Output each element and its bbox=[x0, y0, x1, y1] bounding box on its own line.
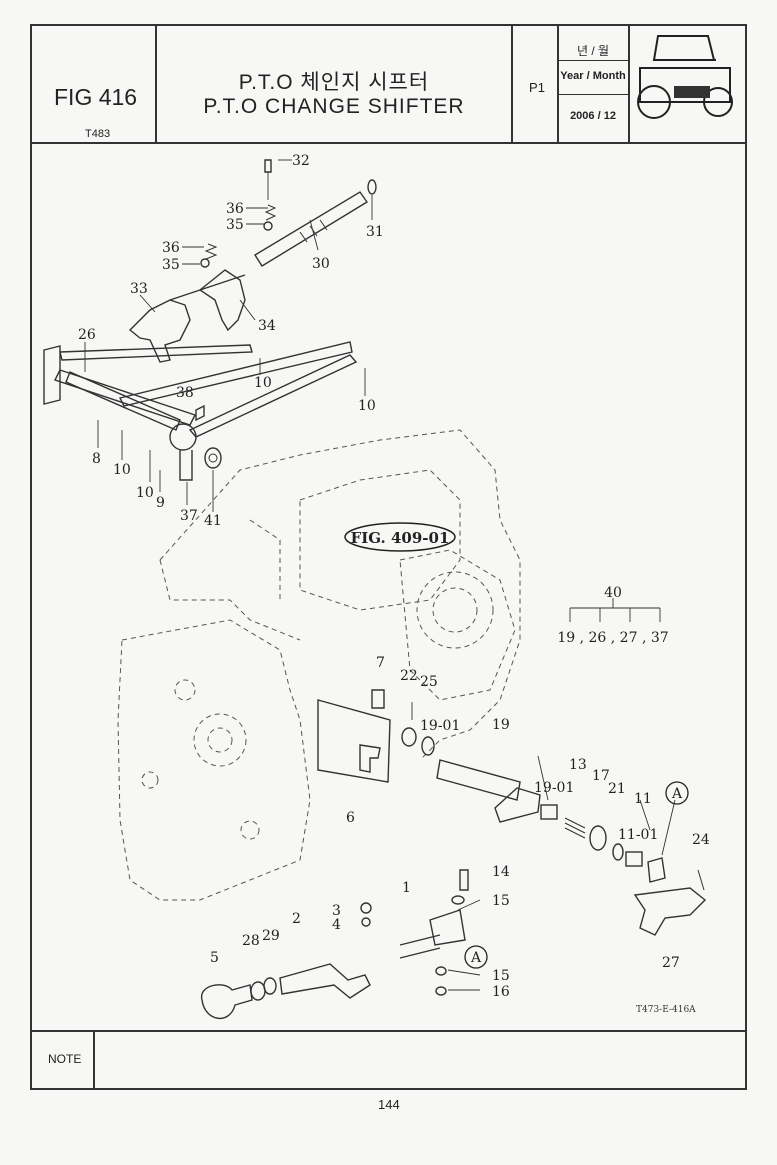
year-row-line bbox=[557, 60, 629, 61]
part-label: 19-01 bbox=[420, 718, 460, 734]
part-label: 25 bbox=[420, 674, 438, 690]
part-label: 10 bbox=[358, 398, 376, 414]
part-label: 26 bbox=[78, 327, 96, 343]
exploded-parts-diagram: .ln { fill:none; stroke:#333; stroke-wid… bbox=[43, 153, 710, 1020]
part-label: 10 bbox=[136, 485, 154, 501]
part-label: 22 bbox=[400, 668, 418, 684]
part-label: 11 bbox=[634, 791, 652, 807]
header-col-line bbox=[511, 24, 513, 143]
part-label: 38 bbox=[176, 385, 194, 401]
shaft-19-assembly bbox=[401, 727, 666, 883]
header-divider bbox=[30, 142, 747, 144]
part-label: 14 bbox=[492, 864, 510, 880]
part-label: 32 bbox=[292, 153, 310, 169]
note-col-line bbox=[93, 1030, 95, 1090]
arm-27 bbox=[633, 869, 707, 936]
part-label: 34 bbox=[258, 318, 276, 334]
callout-a-markers: A A bbox=[464, 781, 689, 969]
fig-number: FIG 416 bbox=[54, 84, 138, 110]
part-labels: 32 36 35 31 36 35 30 33 34 26 10 10 38 8… bbox=[78, 153, 710, 1000]
part-label: 17 bbox=[592, 768, 610, 784]
part-label: 3 bbox=[332, 903, 341, 919]
title-korean: P.T.O 체인지 시프터 bbox=[238, 71, 430, 94]
part-label: 15 bbox=[492, 968, 510, 984]
shift-forks bbox=[128, 269, 246, 363]
fig-409-reference: FIG. 409-01 bbox=[344, 522, 456, 552]
part-label: 35 bbox=[226, 217, 244, 233]
part-label: 37 bbox=[180, 508, 198, 524]
leader-lines bbox=[84, 159, 676, 991]
part-label: 7 bbox=[376, 655, 385, 671]
part-label: 16 bbox=[492, 984, 510, 1000]
year-month-value: 2006 / 12 bbox=[570, 110, 616, 122]
part-label: 28 bbox=[242, 933, 260, 949]
part-label: 2 bbox=[292, 911, 301, 927]
note-label: NOTE bbox=[48, 1052, 82, 1066]
part-label: 19-01 bbox=[534, 780, 574, 796]
page-frame bbox=[30, 24, 747, 1090]
shaft-26-assembly bbox=[65, 371, 222, 481]
part-label: 35 bbox=[162, 257, 180, 273]
header-col-line bbox=[557, 24, 559, 143]
part-label: 24 bbox=[692, 832, 710, 848]
shift-rods bbox=[43, 341, 358, 438]
part-label: 29 bbox=[262, 928, 280, 944]
part-label: 8 bbox=[92, 451, 101, 467]
group-number: 40 bbox=[604, 585, 622, 601]
fig-409-label: FIG. 409-01 bbox=[351, 529, 450, 547]
detent-parts bbox=[200, 159, 277, 268]
part-label: 6 bbox=[346, 810, 355, 826]
header-col-line bbox=[155, 24, 157, 143]
part-label: 10 bbox=[113, 462, 131, 478]
part-label: 11-01 bbox=[618, 827, 658, 843]
model-code: T483 bbox=[85, 128, 111, 140]
part-label: 5 bbox=[210, 950, 219, 966]
group-members: 19 , 26 , 27 , 37 bbox=[557, 630, 668, 646]
page-number: 144 bbox=[378, 1097, 400, 1112]
part-label: 36 bbox=[226, 201, 244, 217]
shaft-30 bbox=[254, 179, 377, 267]
part-label: 30 bbox=[312, 256, 330, 272]
note-divider bbox=[30, 1030, 747, 1032]
callout-a-top: A bbox=[671, 786, 683, 802]
part-label: 36 bbox=[162, 240, 180, 256]
part-label: 27 bbox=[662, 955, 680, 971]
part-label: 19 bbox=[492, 717, 510, 733]
part-label: 10 bbox=[254, 375, 272, 391]
part-label: 33 bbox=[130, 281, 148, 297]
year-row-line bbox=[557, 94, 629, 95]
callout-a-bottom: A bbox=[470, 950, 482, 966]
part-label: 9 bbox=[156, 495, 165, 511]
page-code: P1 bbox=[529, 80, 545, 95]
part-label: 13 bbox=[569, 757, 587, 773]
plate-6 bbox=[317, 689, 391, 783]
header-col-line bbox=[628, 24, 630, 143]
part-label: 15 bbox=[492, 893, 510, 909]
transmission-housing bbox=[117, 429, 521, 901]
title-english: P.T.O CHANGE SHIFTER bbox=[203, 95, 465, 118]
lever-assembly bbox=[201, 869, 469, 1020]
tractor-icon bbox=[637, 35, 733, 119]
part-label: 4 bbox=[332, 917, 341, 933]
part-label: 31 bbox=[366, 224, 384, 240]
drawing-code: T473-E-416A bbox=[636, 1005, 696, 1015]
part-label: 41 bbox=[204, 513, 222, 529]
part-label: 21 bbox=[608, 781, 626, 797]
year-month-label: Year / Month bbox=[560, 70, 626, 82]
part-label: 1 bbox=[402, 880, 411, 896]
year-month-korean: 년 / 월 bbox=[576, 44, 610, 58]
